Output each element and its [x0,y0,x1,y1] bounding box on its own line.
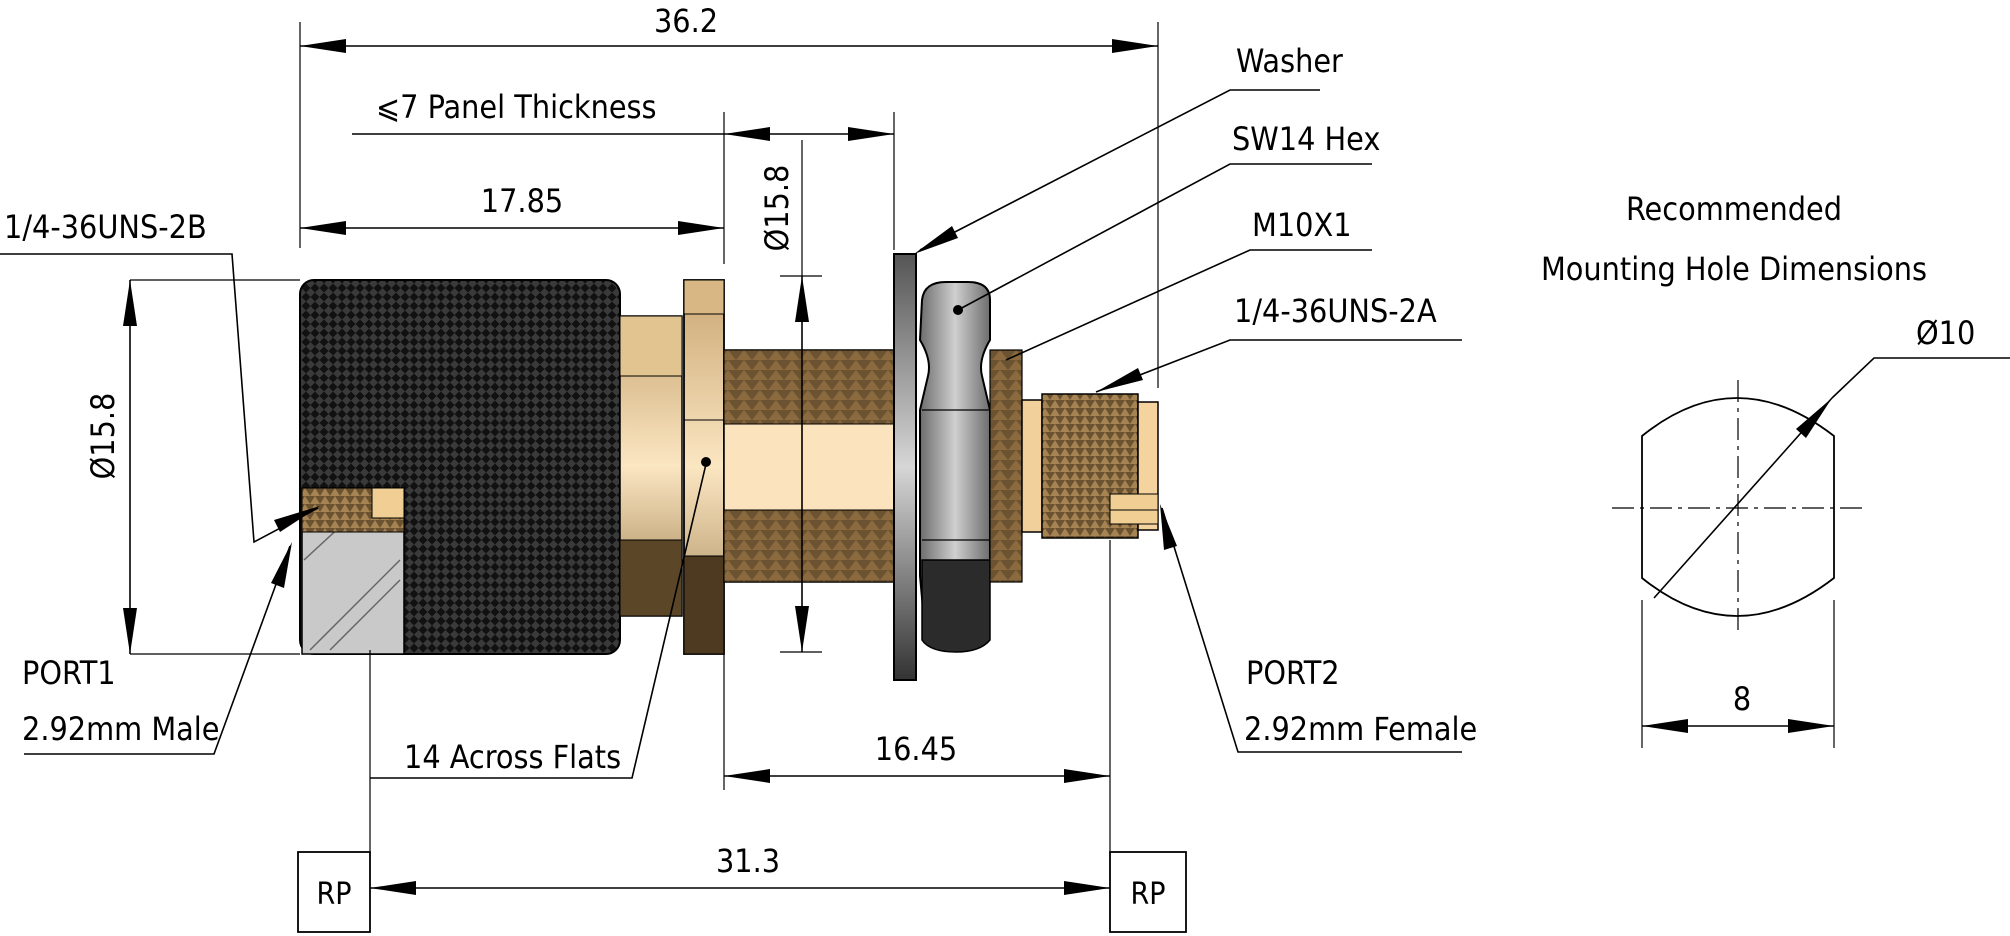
port2-thread [1041,393,1139,539]
port1-name-label: PORT1 [22,654,116,692]
mounting-hole-view [1612,357,2010,748]
port1-type-label: 2.92mm Male [22,710,220,748]
rp-right-label: RP [1130,877,1165,912]
port1-thread-label: 1/4-36UNS-2B [4,208,207,246]
panel-thickness-label: ⩽7 Panel Thickness [376,88,657,126]
overall-length-label: 36.2 [654,2,718,40]
port2-name-label: PORT2 [1246,654,1340,692]
port2-type-label: 2.92mm Female [1244,710,1477,748]
hex-nut-label: SW14 Hex [1232,120,1380,158]
washer [893,253,917,681]
mounting-hole-title-line2: Mounting Hole Dimensions [1541,250,1927,288]
mounting-hole-title-line1: Recommended [1626,190,1842,228]
flange-diameter-label: Ø15.8 [758,165,796,252]
labels: 36.2 ⩽7 Panel Thickness 17.85 Ø15.8 Ø15.… [4,2,1975,912]
rp-left-label: RP [316,877,351,912]
mounting-thread-label: M10X1 [1252,206,1352,244]
washer-label: Washer [1236,42,1343,80]
across-flats-label: 14 Across Flats [404,738,621,776]
body-length-label: 17.85 [481,182,563,220]
bulkhead-length-label: 16.45 [875,730,957,768]
port2-thread-label: 1/4-36UNS-2A [1234,292,1437,330]
leader-lines [0,89,1462,779]
knurl-diameter-label: Ø15.8 [84,393,122,480]
mounting-hole-width-label: 8 [1733,680,1751,718]
rp-box-left [297,851,371,933]
mounting-hole-diameter-label: Ø10 [1916,314,1975,352]
rp-box-right [1109,851,1187,933]
dimension-geometry [123,22,1187,933]
reference-span-label: 31.3 [716,842,780,880]
connector-body [299,253,1159,681]
